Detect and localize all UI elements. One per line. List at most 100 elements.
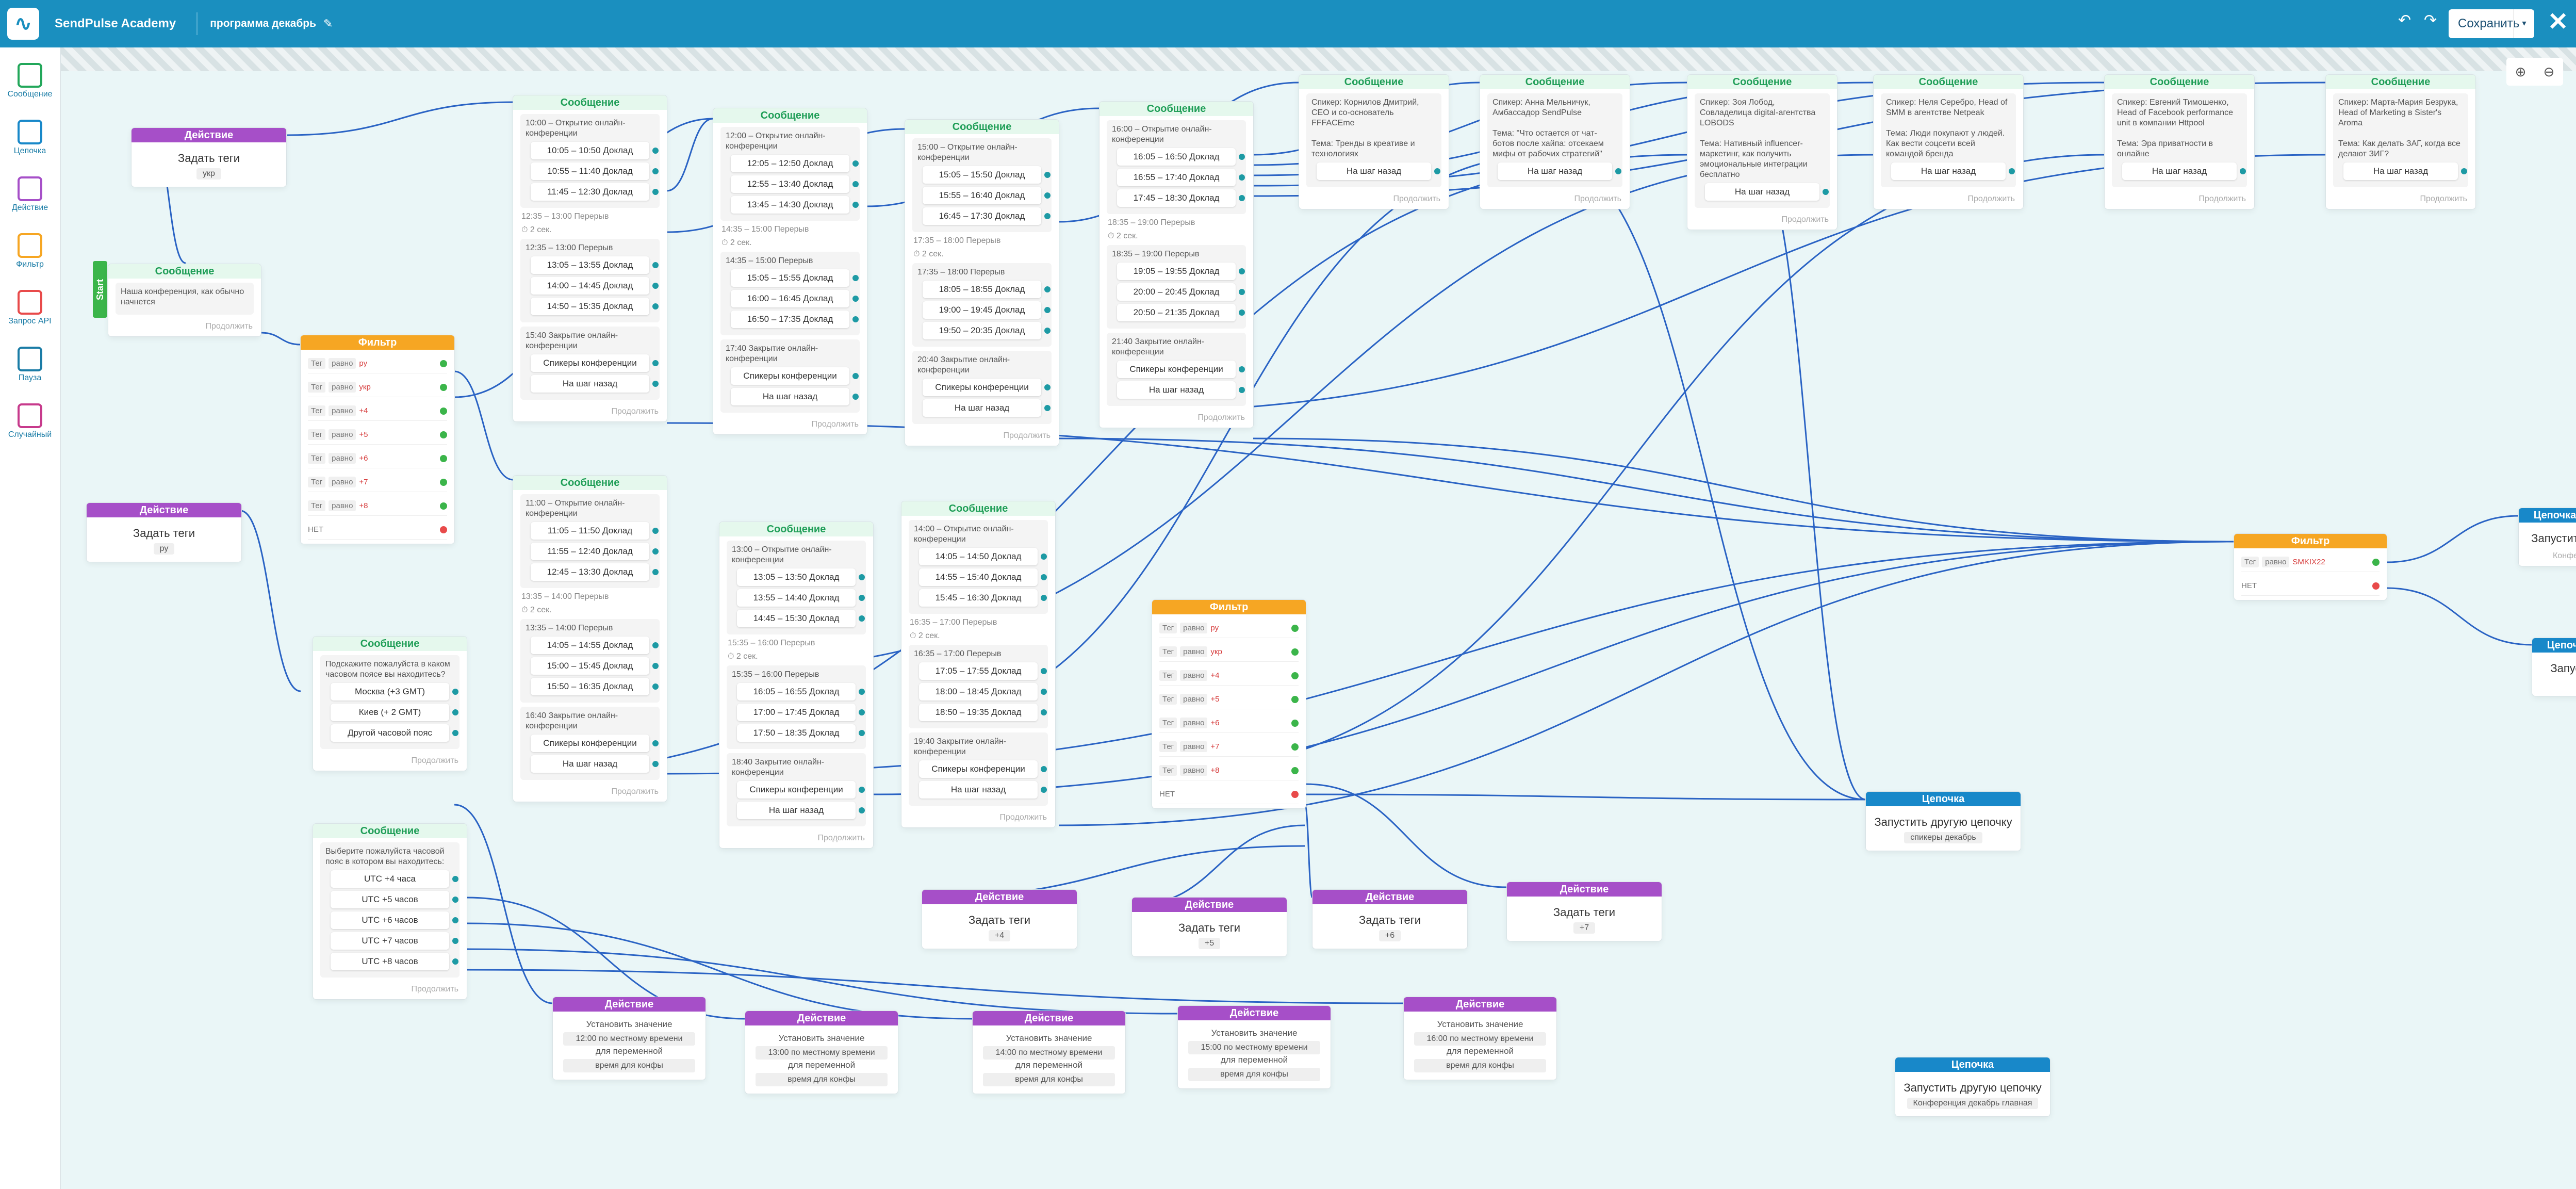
talk-button[interactable]: 16:50 – 17:35 Доклад [731,311,859,328]
talk-button[interactable]: 19:00 – 19:45 Доклад [923,301,1051,319]
pulse-logo-icon[interactable]: ∿ [7,8,39,40]
talk-button[interactable]: 12:45 – 13:30 Доклад [531,563,659,581]
timezone-button[interactable]: Киев (+ 2 GMT) [331,704,458,721]
talk-button[interactable]: 11:45 – 12:30 Доклад [531,183,659,201]
talk-button[interactable]: 15:05 – 15:50 Доклад [923,166,1051,184]
sidebar-item-pause[interactable]: Пауза [2,341,58,393]
speakers-button[interactable]: Спикеры конференции [919,760,1047,778]
back-button[interactable]: На шаг назад [1317,162,1440,180]
speakers-button[interactable]: Спикеры конференции [731,367,859,385]
talk-button[interactable]: 10:55 – 11:40 Доклад [531,162,659,180]
talk-button[interactable]: 14:00 – 14:45 Доклад [531,277,659,295]
talk-button[interactable]: 18:00 – 18:45 Доклад [919,683,1047,701]
talk-button[interactable]: 11:55 – 12:40 Доклад [531,543,659,560]
back-button[interactable]: На шаг назад [1498,162,1621,180]
save-button[interactable]: Сохранить▾ [2449,9,2534,38]
speakers-button[interactable]: Спикеры конференции [531,735,659,752]
talk-button[interactable]: 13:55 – 14:40 Доклад [737,589,865,607]
talk-button[interactable]: 14:05 – 14:55 Доклад [531,637,659,654]
back-button[interactable]: На шаг назад [2122,162,2246,180]
back-button[interactable]: На шаг назад [1117,381,1245,399]
continue-label[interactable]: Продолжить [1393,194,1440,203]
utc-button[interactable]: UTC +4 часа [331,870,458,888]
talk-button[interactable]: 14:55 – 15:40 Доклад [919,568,1047,586]
talk-button[interactable]: 11:05 – 11:50 Доклад [531,522,659,540]
flow-title[interactable]: программа декабрь [210,18,317,29]
continue-label[interactable]: Продолжить [1003,431,1051,440]
redo-icon[interactable]: ↷ [2424,12,2437,29]
back-button[interactable]: На шаг назад [2343,162,2467,180]
talk-button[interactable]: 13:45 – 14:30 Доклад [731,196,859,214]
talk-button[interactable]: 18:50 – 19:35 Доклад [919,704,1047,721]
continue-label[interactable]: Продолжить [2420,194,2467,203]
talk-button[interactable]: 12:05 – 12:50 Доклад [731,155,859,172]
talk-button[interactable]: 17:05 – 17:55 Доклад [919,662,1047,680]
sidebar-item-random[interactable]: Случайный [2,398,58,450]
talk-button[interactable]: 13:05 – 13:50 Доклад [737,568,865,586]
talk-button[interactable]: 16:55 – 17:40 Доклад [1117,169,1245,186]
continue-label[interactable]: Продолжить [411,985,458,993]
back-button[interactable]: На шаг назад [1891,162,2015,180]
utc-button[interactable]: UTC +7 часов [331,932,458,950]
continue-label[interactable]: Продолжить [811,420,859,429]
utc-button[interactable]: UTC +8 часов [331,953,458,970]
talk-button[interactable]: 15:55 – 16:40 Доклад [923,187,1051,204]
zoom-in-icon[interactable]: ⊕ [2515,63,2526,79]
close-icon[interactable]: ✕ [2548,8,2569,36]
sidebar-item-chain[interactable]: Цепочка [2,115,58,166]
sidebar-item-filter[interactable]: Фильтр [2,228,58,280]
continue-label[interactable]: Продолжить [1197,413,1245,422]
talk-button[interactable]: 16:05 – 16:50 Доклад [1117,148,1245,166]
continue-label[interactable]: Продолжить [611,407,659,416]
speakers-button[interactable]: Спикеры конференции [737,781,865,799]
sidebar-item-message[interactable]: Сообщение [2,58,58,109]
continue-label[interactable]: Продолжить [205,322,253,331]
timezone-button[interactable]: Другой часовой пояс [331,724,458,742]
back-button[interactable]: На шаг назад [731,388,859,405]
talk-button[interactable]: 10:05 – 10:50 Доклад [531,142,659,159]
filter-else[interactable]: НЕТ [1159,785,1299,804]
talk-button[interactable]: 16:00 – 16:45 Доклад [731,290,859,307]
back-button[interactable]: На шаг назад [923,399,1051,417]
talk-button[interactable]: 17:45 – 18:30 Доклад [1117,189,1245,207]
continue-label[interactable]: Продолжить [1574,194,1621,203]
talk-button[interactable]: 13:05 – 13:55 Доклад [531,256,659,274]
